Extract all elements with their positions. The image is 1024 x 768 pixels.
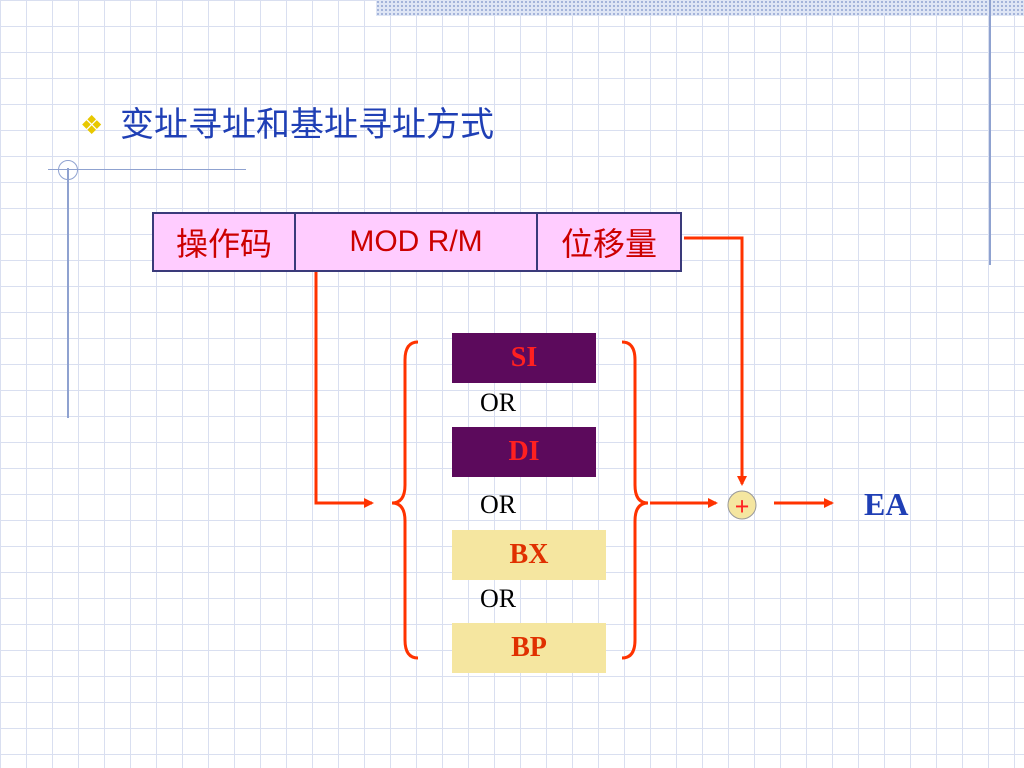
register-di: DI: [452, 427, 596, 477]
displacement-to-adder-arrow: [684, 236, 747, 486]
opcode-field: 操作码: [154, 214, 296, 270]
left-brace: [391, 340, 419, 660]
top-decor-band: [376, 0, 1024, 16]
adder-circle: [727, 490, 757, 520]
right-brace: [621, 340, 649, 660]
diamond-bullet-icon: ❖: [80, 111, 104, 140]
modrm-field: MOD R/M: [296, 214, 538, 270]
adder-plus-icon: +: [735, 492, 750, 521]
or-label-1: OR: [480, 388, 517, 417]
effective-address-label: EA: [864, 486, 909, 522]
or-label-3: OR: [480, 584, 517, 613]
register-si: SI: [452, 333, 596, 383]
modrm-to-registers-arrow: [314, 272, 374, 508]
decor-vertical-line-left: [67, 168, 69, 418]
displacement-field: 位移量: [560, 226, 657, 262]
slide-title-row: ❖ 变址寻址和基址寻址方式: [80, 104, 494, 148]
register-bp: BP: [452, 623, 606, 673]
decor-horizontal-line: [48, 169, 246, 170]
register-bx: BX: [452, 530, 606, 580]
decor-vertical-line-right: [989, 0, 991, 265]
instruction-format-box: 操作码 MOD R/M 位移量: [152, 212, 682, 272]
or-label-2: OR: [480, 490, 517, 519]
decor-circle: [58, 160, 78, 180]
slide-title: 变址寻址和基址寻址方式: [120, 107, 494, 144]
